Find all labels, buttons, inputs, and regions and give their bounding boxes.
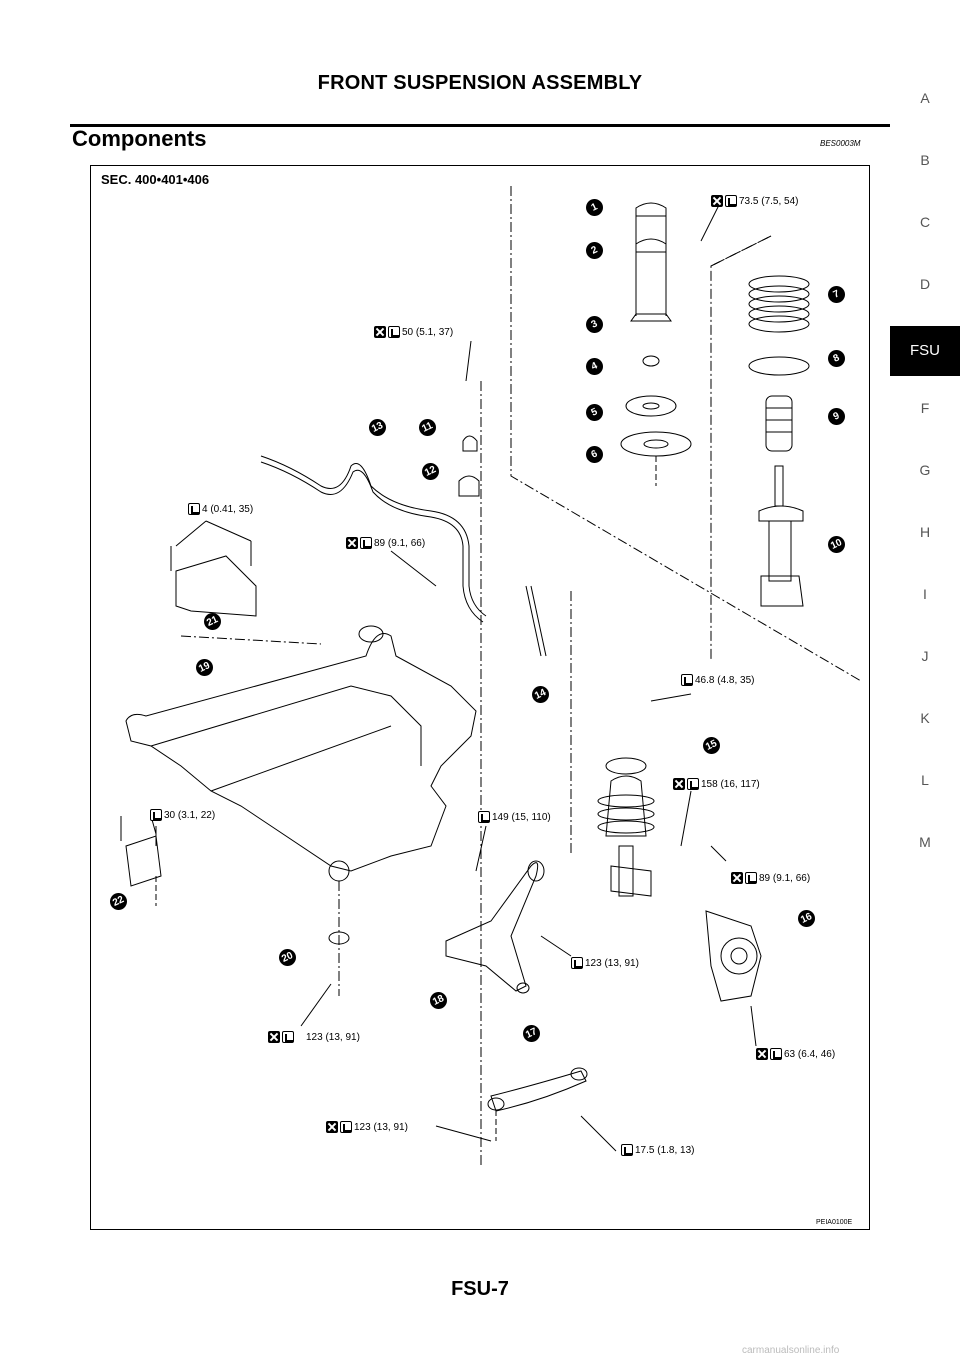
- tab-k[interactable]: K: [920, 710, 930, 726]
- torque-wrench-icon: [340, 1121, 352, 1133]
- replace-part-icon: [326, 1121, 338, 1133]
- torque-wrench-icon: [388, 326, 400, 338]
- figure-id: PEIA0100E: [816, 1219, 853, 1226]
- tab-j[interactable]: J: [921, 648, 929, 664]
- torque-wrench-icon: [725, 195, 737, 207]
- torque-wrench-icon: [571, 957, 583, 969]
- section-title: Components: [72, 126, 207, 151]
- tab-g[interactable]: G: [919, 462, 931, 478]
- header-rule: [70, 124, 890, 127]
- replace-part-icon: [346, 537, 358, 549]
- torque-spec: 149 (15, 110): [478, 811, 551, 823]
- page-title: FRONT SUSPENSION ASSEMBLY: [317, 72, 643, 94]
- torque-spec: 123 (13, 91): [571, 957, 639, 969]
- torque-spec: 123 (13, 91): [326, 1121, 408, 1133]
- torque-wrench-icon: [360, 537, 372, 549]
- tab-l[interactable]: L: [921, 772, 929, 788]
- tab-h[interactable]: H: [919, 524, 931, 540]
- torque-spec: 50 (5.1, 37): [374, 326, 453, 338]
- tab-f[interactable]: F: [920, 400, 930, 416]
- torque-wrench-icon: [282, 1031, 294, 1043]
- torque-wrench-icon: [478, 811, 490, 823]
- torque-wrench-icon: [681, 674, 693, 686]
- torque-spec: 30 (3.1, 22): [150, 809, 215, 821]
- torque-wrench-icon: [150, 809, 162, 821]
- components-diagram: SEC. 400•401•406 PEIA0100E 1 2 3 4 5 6 7…: [90, 165, 870, 1230]
- tab-i[interactable]: I: [923, 586, 927, 602]
- torque-wrench-icon: [687, 778, 699, 790]
- section-number-label: SEC. 400•401•406: [101, 172, 210, 187]
- torque-wrench-icon: [770, 1048, 782, 1060]
- watermark: carmanualsonline.info: [742, 1345, 840, 1356]
- torque-spec: 63 (6.4, 46): [756, 1048, 835, 1060]
- torque-spec: 17.5 (1.8, 13): [621, 1144, 694, 1156]
- replace-part-icon: [268, 1031, 280, 1043]
- tab-d[interactable]: D: [919, 276, 931, 292]
- replace-part-icon: [673, 778, 685, 790]
- torque-spec: 46.8 (4.8, 35): [681, 674, 754, 686]
- torque-wrench-icon: [621, 1144, 633, 1156]
- replace-part-icon: [756, 1048, 768, 1060]
- torque-wrench-icon: [188, 503, 200, 515]
- torque-spec: 89 (9.1, 66): [731, 872, 810, 884]
- suspension-drawing: [120, 186, 862, 1166]
- replace-part-icon: [374, 326, 386, 338]
- tab-fsu[interactable]: FSU: [890, 326, 960, 376]
- reference-code: BES0003M: [820, 139, 861, 148]
- torque-spec: 73.5 (7.5, 54): [711, 195, 798, 207]
- page-number: FSU-7: [451, 1278, 509, 1300]
- tab-c[interactable]: C: [919, 214, 931, 230]
- torque-spec: 123 (13, 91): [268, 1031, 360, 1043]
- replace-part-icon: [711, 195, 723, 207]
- torque-spec: 4 (0.41, 35): [188, 503, 253, 515]
- replace-part-icon: [731, 872, 743, 884]
- tab-b[interactable]: B: [920, 152, 930, 168]
- tab-m[interactable]: M: [919, 834, 931, 850]
- torque-spec: 158 (16, 117): [673, 778, 760, 790]
- tab-a[interactable]: A: [920, 90, 930, 106]
- torque-wrench-icon: [745, 872, 757, 884]
- torque-spec: 89 (9.1, 66): [346, 537, 425, 549]
